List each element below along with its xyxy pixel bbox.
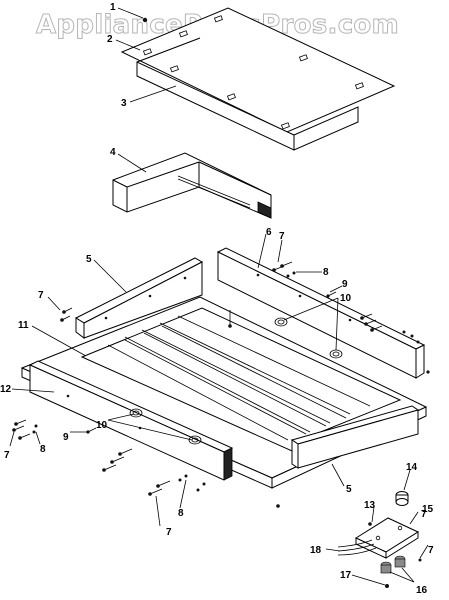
- side-rail-front-right: [290, 405, 420, 469]
- callout-8-left: 8: [40, 444, 46, 455]
- screw-set-upper-right: [272, 261, 430, 374]
- callout-7-lower-left: 7: [4, 450, 10, 461]
- callout-8-top: 8: [323, 267, 329, 278]
- top-cover-panel: [120, 7, 396, 133]
- callout-7-bracket-top: 7: [421, 509, 427, 520]
- feet-16: [380, 555, 406, 574]
- screw-set-bottom: [102, 448, 280, 508]
- bumper-14: [395, 491, 409, 506]
- insulation-block: [136, 37, 359, 151]
- l-shaped-insulation: [112, 152, 272, 219]
- callout-13: 13: [364, 500, 376, 511]
- side-rail-right: [216, 247, 426, 379]
- callout-7-bracket-bottom: 7: [428, 545, 434, 556]
- callout-17: 17: [340, 570, 352, 581]
- screws-nuts: [12, 261, 430, 508]
- callout-6: 6: [266, 227, 272, 238]
- callout-9-top: 9: [342, 279, 348, 290]
- callout-7-top: 7: [279, 231, 285, 242]
- front-rail: [28, 360, 234, 481]
- callout-11: 11: [18, 320, 29, 331]
- callout-15: 15: [422, 504, 434, 515]
- callout-14: 14: [406, 462, 418, 473]
- screw-1: [142, 17, 148, 23]
- wire-harness-18: [337, 539, 377, 556]
- callout-12: 12: [0, 384, 12, 395]
- bracket-assembly: [337, 491, 422, 588]
- callout-9-left: 9: [63, 432, 69, 443]
- callout-8-bottom: 8: [178, 508, 184, 519]
- callout-labels: 1 2 3 4 5 5 6 7 7 7 7 7 7 8 8 8 9 9 10 1…: [0, 2, 434, 596]
- callout-7-left: 7: [38, 290, 44, 301]
- callout-7-bottom: 7: [166, 527, 172, 538]
- callout-1: 1: [110, 2, 116, 13]
- screw-set-left: [12, 307, 97, 440]
- callout-4: 4: [110, 147, 116, 158]
- side-rail-left: [74, 257, 204, 339]
- callout-10-top: 10: [340, 293, 352, 304]
- callout-2: 2: [107, 34, 113, 45]
- callout-16: 16: [416, 585, 428, 596]
- leader-lines: [9, 7, 429, 586]
- callout-18: 18: [310, 545, 322, 556]
- callout-5-right: 5: [346, 484, 352, 495]
- callout-10-left: 10: [96, 420, 108, 431]
- cover-slots: [142, 15, 364, 130]
- callout-5-left: 5: [86, 254, 92, 265]
- callout-3: 3: [121, 98, 127, 109]
